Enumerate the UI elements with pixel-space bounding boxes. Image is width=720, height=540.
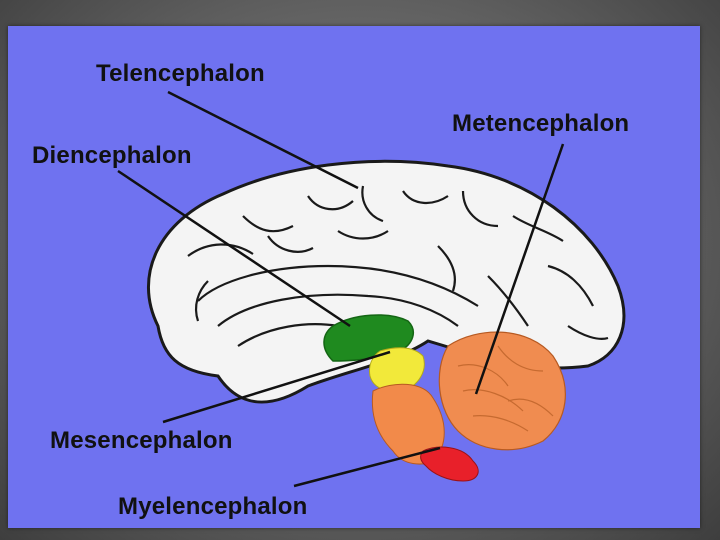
pointer-myelencephalon (294, 448, 440, 486)
slide-frame: Telencephalon Metencephalon Diencephalon… (8, 26, 700, 528)
label-telencephalon: Telencephalon (96, 60, 265, 88)
pointer-telencephalon (168, 92, 358, 188)
label-mesencephalon: Mesencephalon (50, 427, 233, 455)
label-diencephalon: Diencephalon (32, 142, 192, 170)
cerebellum-shape (439, 332, 565, 450)
label-metencephalon: Metencephalon (452, 110, 629, 138)
label-myelencephalon: Myelencephalon (118, 493, 308, 521)
medulla-shape (421, 447, 479, 481)
